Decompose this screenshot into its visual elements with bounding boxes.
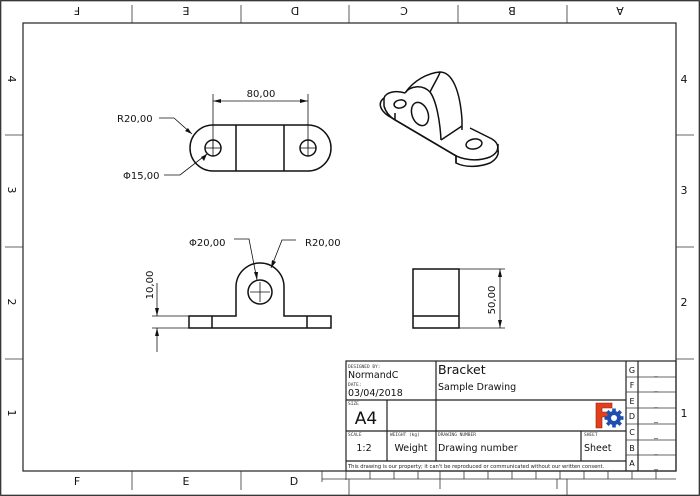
revision-value: _ — [653, 461, 659, 470]
row-labels-left: 4 3 2 1 — [5, 76, 18, 417]
title: Bracket — [438, 362, 486, 377]
weight-label: WEIGHT (kg) — [390, 432, 420, 438]
column-labels-bottom: F E D — [74, 475, 298, 488]
row-label: 4 — [5, 76, 18, 83]
dimension-radius: R20,00 — [305, 238, 341, 249]
size: A4 — [355, 409, 377, 429]
row-label: 3 — [681, 184, 688, 197]
dimension-hole: Φ15,00 — [123, 171, 160, 182]
revision-letter: A — [629, 459, 635, 468]
scale: 1:2 — [356, 443, 371, 454]
drawing-number: Drawing number — [438, 443, 518, 454]
dimension-radius: R20,00 — [117, 114, 153, 125]
column-label: F — [74, 475, 80, 488]
column-label: C — [400, 4, 408, 17]
scale-label: SCALE — [348, 432, 362, 438]
row-labels-right: 4 3 2 1 — [681, 73, 688, 420]
revision-letter: D — [629, 412, 635, 421]
column-label: D — [291, 4, 299, 17]
revision-value: _ — [653, 383, 659, 392]
revision-letter: B — [629, 444, 635, 453]
sheet: Sheet — [584, 443, 612, 454]
revision-table: G F E D C B A _ _ _ _ _ _ _ — [629, 366, 659, 470]
weight: Weight — [394, 443, 427, 454]
title-block: DESIGNED BY: NormandC DATE: 03/04/2018 S… — [322, 360, 677, 495]
row-label: 2 — [681, 296, 688, 309]
dimension-height: 10,00 — [145, 271, 156, 300]
revision-value: _ — [653, 414, 659, 423]
top-view[interactable]: 80,00 R20,00 Φ15,00 — [117, 89, 332, 182]
row-label: 1 — [681, 407, 688, 420]
row-label: 2 — [5, 299, 18, 306]
column-label: E — [182, 4, 189, 17]
revision-value: _ — [653, 368, 659, 377]
designed-by-label: DESIGNED BY: — [348, 364, 381, 370]
subtitle: Sample Drawing — [438, 382, 516, 393]
revision-value: _ — [653, 399, 659, 408]
date: 03/04/2018 — [348, 388, 403, 399]
revision-value: _ — [653, 446, 659, 455]
sheet-label: SHEET — [584, 432, 598, 438]
column-label: F — [74, 4, 80, 17]
front-view[interactable]: 10,00 Φ20,00 R20,00 — [145, 238, 341, 352]
revision-letter: C — [629, 428, 635, 437]
dimension-height: 50,00 — [487, 286, 498, 315]
isometric-view[interactable] — [379, 71, 499, 168]
title-block-underside-ticks — [322, 471, 676, 495]
revision-value: _ — [653, 430, 659, 439]
disclaimer: This drawing is our property; it can't b… — [347, 464, 605, 470]
column-label: A — [616, 4, 624, 17]
column-label: B — [508, 4, 516, 17]
drawing-number-label: DRAWING NUMBER — [438, 432, 476, 438]
date-label: DATE: — [348, 382, 362, 388]
row-label: 4 — [681, 73, 688, 86]
side-view[interactable]: 50,00 — [412, 268, 505, 329]
row-label: 1 — [5, 410, 18, 417]
column-labels-top: F E D C B A — [74, 4, 624, 17]
revision-letter: F — [630, 381, 635, 390]
dimension-hole: Φ20,00 — [189, 238, 226, 249]
dimension-width: 80,00 — [247, 89, 276, 100]
revision-letter: G — [629, 366, 635, 375]
column-label: D — [290, 475, 298, 488]
size-label: SIZE — [348, 401, 359, 407]
freecad-logo-icon — [595, 402, 624, 429]
column-label: E — [183, 475, 190, 488]
row-label: 3 — [5, 187, 18, 194]
designed-by: NormandC — [348, 370, 399, 381]
revision-letter: E — [629, 397, 634, 406]
